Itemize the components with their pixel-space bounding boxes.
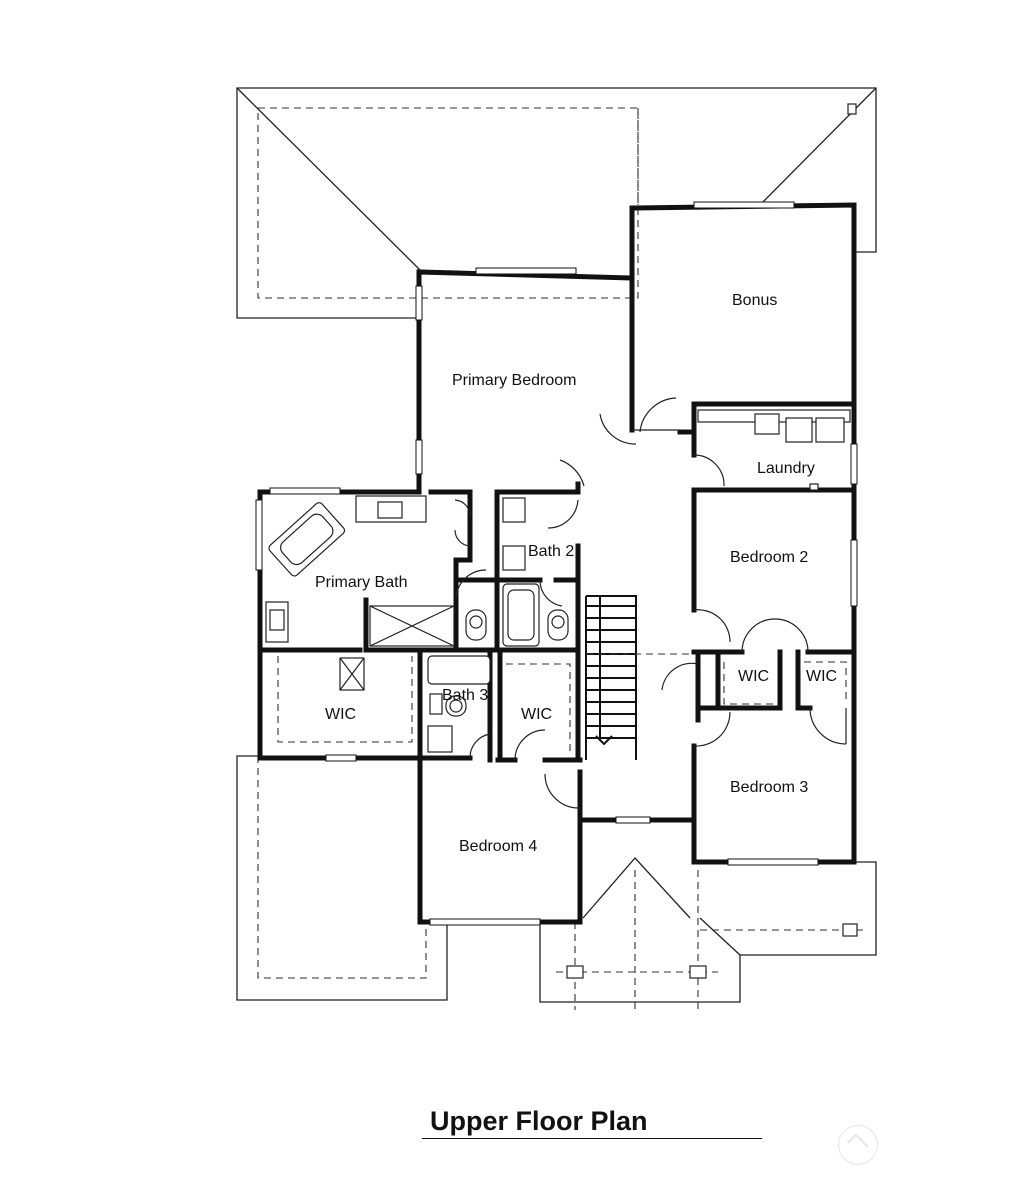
doors — [454, 397, 847, 809]
room-label-bedroom-3: Bedroom 3 — [730, 779, 808, 796]
plan-title: Upper Floor Plan — [430, 1106, 648, 1136]
room-label-primary-bedroom: Primary Bedroom — [452, 372, 576, 389]
room-label-wic-bedroom-4: WIC — [521, 706, 552, 723]
stair — [585, 595, 694, 760]
room-label-bath-3: Bath 3 — [442, 687, 488, 704]
room-label-bedroom-4: Bedroom 4 — [459, 838, 537, 855]
fixtures — [265, 409, 851, 756]
room-label-bedroom-2: Bedroom 2 — [730, 549, 808, 566]
room-label-bath-2: Bath 2 — [528, 543, 574, 560]
watermark-check-icon — [838, 1125, 878, 1165]
interior-walls — [257, 429, 857, 823]
room-label-wic-bedroom-2: WIC — [738, 668, 769, 685]
room-label-laundry: Laundry — [757, 460, 815, 477]
room-label-wic-bedroom-3: WIC — [806, 668, 837, 685]
check-mark — [847, 1133, 869, 1155]
title-underline — [422, 1138, 762, 1139]
room-label-wic-primary: WIC — [325, 706, 356, 723]
room-label-bonus: Bonus — [732, 292, 777, 309]
windows — [255, 201, 858, 926]
room-label-primary-bath: Primary Bath — [315, 574, 407, 591]
